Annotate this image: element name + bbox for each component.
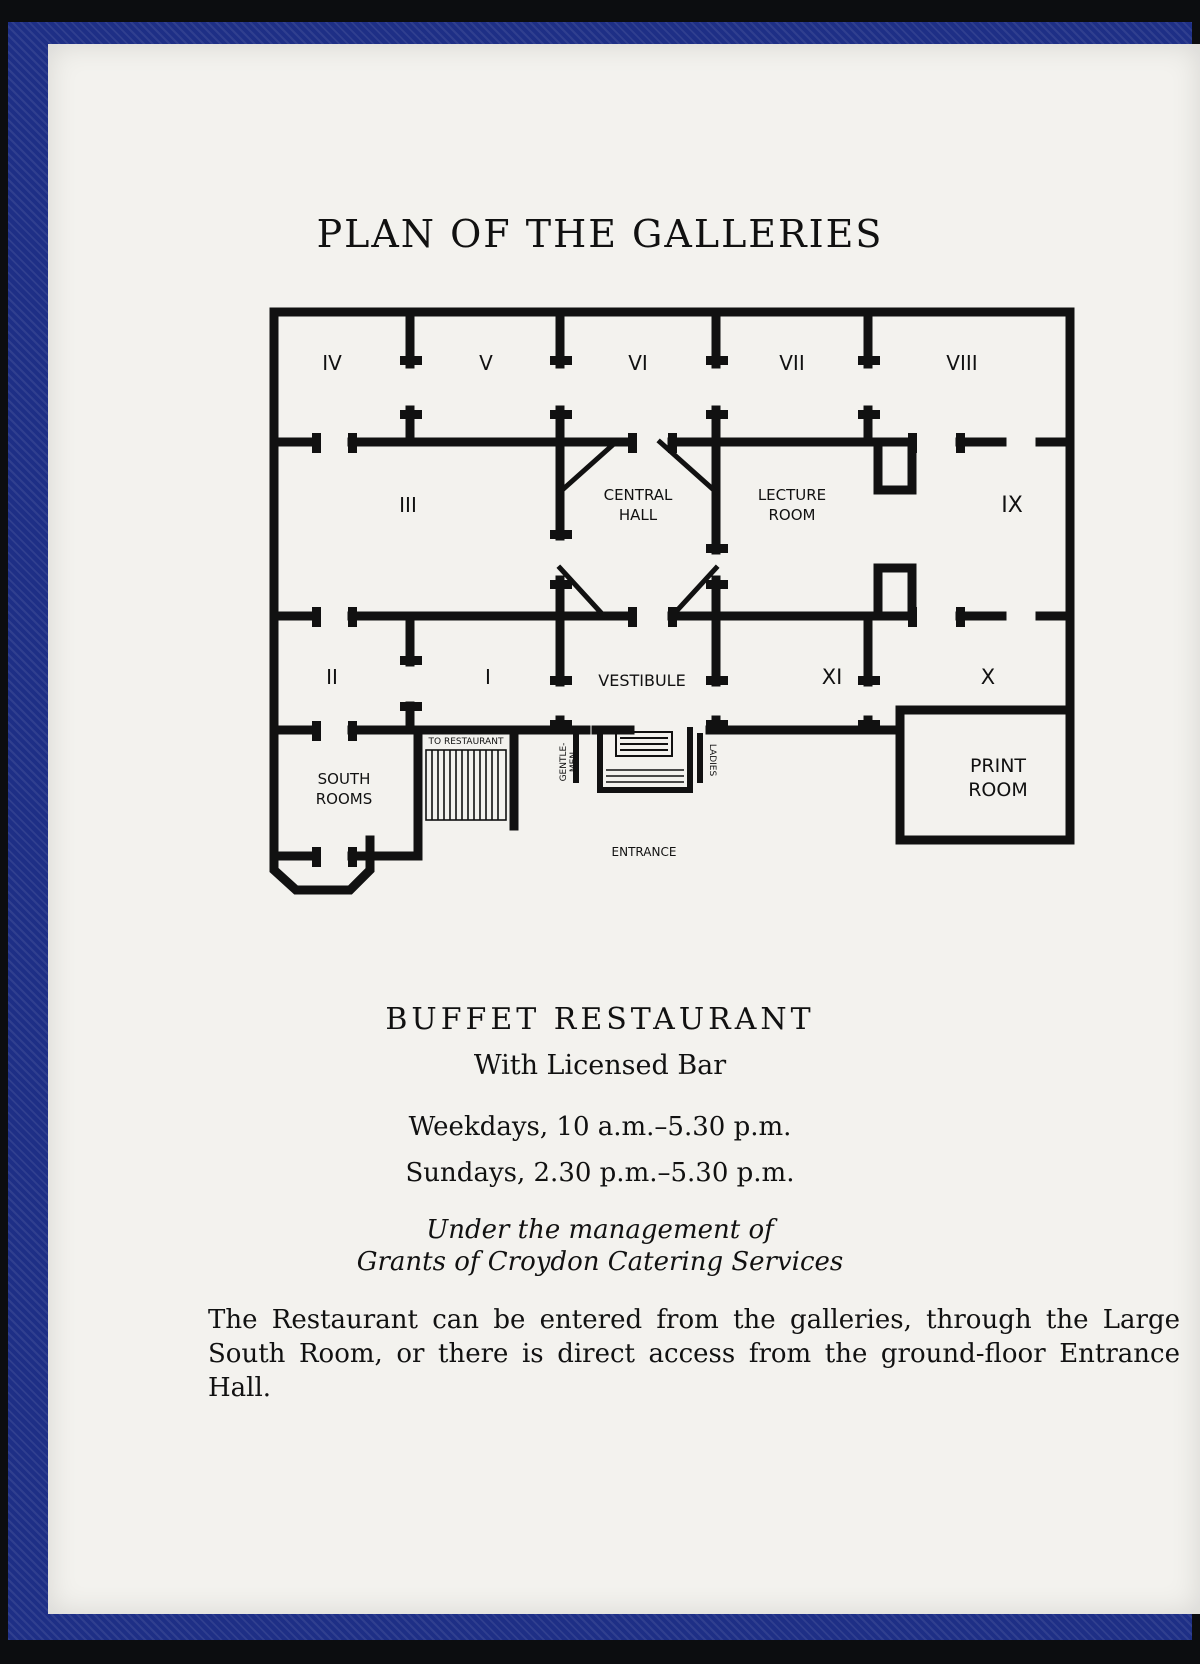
entrance-canopy [615,731,673,757]
lecture-room-label-1: LECTURE [758,486,826,504]
room-vi: VI [628,351,648,375]
central-hall-label-1: CENTRAL [604,486,673,504]
room-vii: VII [779,351,804,375]
room-viii: VIII [946,351,977,375]
outer-wall [269,307,1075,745]
outer-wall [269,307,375,895]
gentlemen-label-2: MEN [569,752,579,772]
vestibule-label: VESTIBULE [598,671,685,690]
room-iv: IV [322,351,342,375]
room-v: V [479,351,493,375]
restaurant-heading: BUFFET RESTAURANT [385,1002,815,1037]
ladies-label: LADIES [707,744,717,777]
weekday-hours: Weekdays, 10 a.m.–5.30 p.m. [408,1112,792,1142]
page-sheet [48,44,1200,1614]
room-x: X [981,665,995,689]
gallery-floor-plan: IV V VI VII VIII III IX II I XI X CENTRA… [269,307,1075,895]
central-hall-label-2: HALL [619,506,658,524]
entrance-label: ENTRANCE [612,845,677,859]
entrance-wall [573,727,703,793]
print-room-wall [895,705,1075,845]
gentlemen-label-1: GENTLE- [559,743,569,782]
page-title: PLAN OF THE GALLERIES [316,212,884,256]
south-rooms-label-1: SOUTH [318,770,371,788]
staircase [425,749,684,821]
door-swing [556,438,720,620]
sunday-hours: Sundays, 2.30 p.m.–5.30 p.m. [405,1158,795,1188]
management-line-2: Grants of Croydon Catering Services [356,1247,844,1277]
to-restaurant-label: TO RESTAURANT [428,737,504,747]
restaurant-access-paragraph: The Restaurant can be entered from the g… [208,1305,1180,1403]
room-ii: II [326,665,338,689]
restaurant-subheading: With Licensed Bar [473,1050,727,1081]
lobby-box [873,437,917,495]
room-iii: III [399,493,417,517]
print-room-label-1: PRINT [970,755,1026,777]
print-room-label-2: ROOM [968,779,1028,801]
room-i: I [485,665,491,689]
south-rooms-label-2: ROOMS [316,790,373,808]
management-line-1: Under the management of [426,1215,774,1245]
room-ix: IX [1001,493,1023,518]
door-jambs [312,356,965,867]
room-xi: XI [822,665,843,689]
lobby-box [873,563,917,621]
lecture-room-label-2: ROOM [769,506,816,524]
